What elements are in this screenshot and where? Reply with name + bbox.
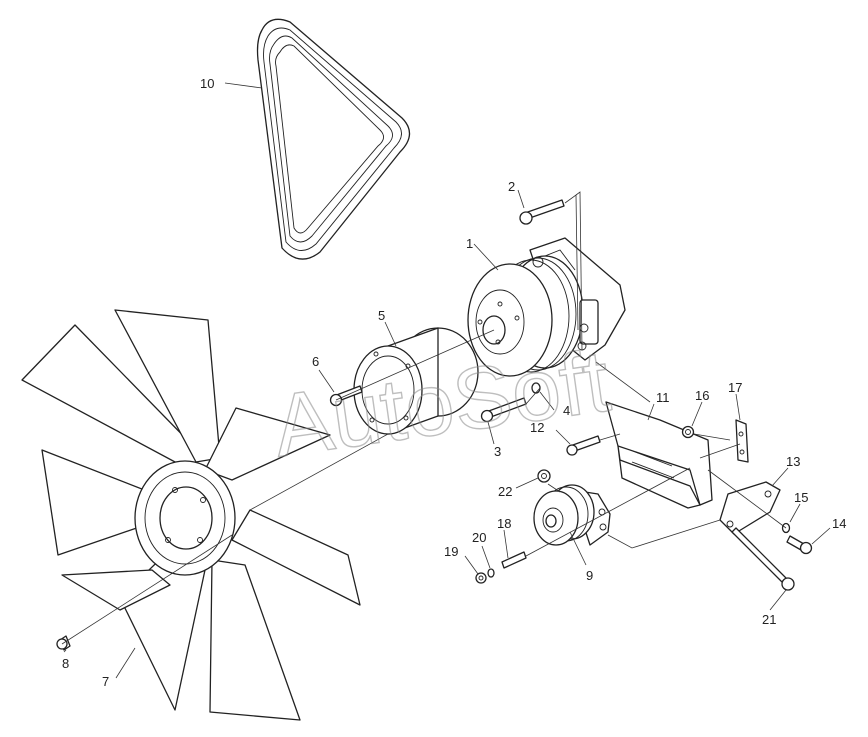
- leader-lines: [63, 82, 831, 679]
- callout-6: 6: [312, 354, 319, 369]
- part-5-spacer: [353, 327, 479, 435]
- part-12-bolt: [566, 435, 601, 456]
- callout-15: 15: [794, 490, 808, 505]
- callout-4: 4: [563, 403, 570, 418]
- callout-7: 7: [102, 674, 109, 689]
- callout-12: 12: [530, 420, 544, 435]
- callout-5: 5: [378, 308, 385, 323]
- callout-17: 17: [728, 380, 742, 395]
- callout-3: 3: [494, 444, 501, 459]
- callout-18: 18: [497, 516, 511, 531]
- callout-13: 13: [786, 454, 800, 469]
- callout-9: 9: [586, 568, 593, 583]
- part-17-plate: [735, 419, 749, 463]
- callout-1: 1: [466, 236, 473, 251]
- callout-20: 20: [472, 530, 486, 545]
- part-19-nut: [475, 572, 487, 584]
- part-11-bracket: [605, 401, 713, 509]
- part-22-nut: [537, 469, 551, 483]
- part-18-stud: [501, 551, 527, 569]
- callout-10: 10: [200, 76, 214, 91]
- callout-11: 11: [656, 390, 670, 405]
- part-10-belt: [256, 18, 411, 260]
- callout-8: 8: [62, 656, 69, 671]
- callout-labels: 1 2 3 4 5 6 7 8 9 10 11 12 13 14 15 16 1…: [62, 76, 846, 689]
- part-14-bolt: [786, 535, 813, 555]
- part-13-mounting-plate: [719, 481, 781, 535]
- callout-14: 14: [832, 516, 846, 531]
- part-9-tensioner-pulley: [533, 484, 611, 546]
- callout-22: 22: [498, 484, 512, 499]
- assembly-lines: [61, 191, 787, 645]
- callout-21: 21: [762, 612, 776, 627]
- callout-19: 19: [444, 544, 458, 559]
- callout-16: 16: [695, 388, 709, 403]
- part-2-bolt: [519, 199, 565, 225]
- part-7-fan: [21, 309, 361, 721]
- callout-2: 2: [508, 179, 515, 194]
- part-21-bolt: [731, 527, 795, 591]
- part-20-washer: [487, 568, 495, 578]
- part-16-nut: [681, 425, 695, 439]
